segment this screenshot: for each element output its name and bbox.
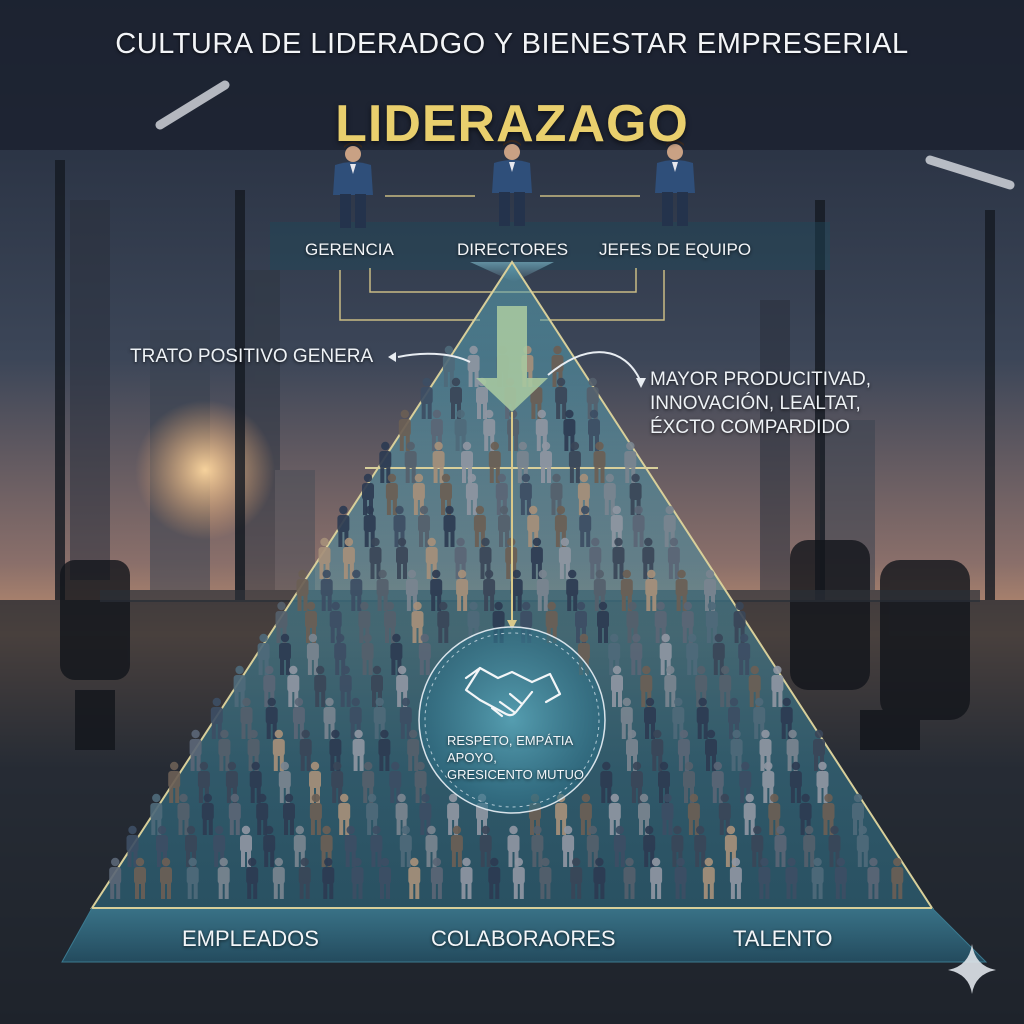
role-label-gerencia: GERENCIA	[305, 240, 394, 259]
base-label-colaboradores: COLABORAORES	[431, 926, 616, 951]
page-title: CULTURA DE LIDERADGO Y BIENESTAR EMPRESE…	[115, 28, 909, 60]
benefits-line: MAYOR PRODUCITIVAD,	[650, 369, 871, 390]
role-label-directores: DIRECTORES	[457, 240, 569, 259]
sparkle-icon	[948, 944, 996, 994]
benefits-line: INNOVACIÓN, LEALTAT,	[650, 393, 861, 414]
arrow-down-icon	[476, 306, 548, 412]
base-label-empleados: EMPLEADOS	[182, 926, 319, 951]
role-label-jefes: JEFES DE EQUIPO	[599, 240, 752, 259]
base-label-talento: TALENTO	[733, 926, 833, 951]
benefits-text: MAYOR PRODUCITIVAD, INNOVACIÓN, LEALTAT,…	[650, 368, 871, 440]
handshake-icon	[464, 666, 562, 718]
core-values-text: RESPETO, EMPÁTIA APOYO, GRESICENTO MUTUO	[447, 732, 584, 783]
positive-treatment-label: TRATO POSITIVO GENERA	[130, 346, 374, 367]
leadership-heading: LIDERAZAGO	[335, 95, 689, 153]
core-values-line: RESPETO, EMPÁTIA	[447, 733, 574, 748]
benefits-line: ÉXCTO COMPARDIDO	[650, 417, 850, 438]
core-values-line: APOYO,	[447, 750, 497, 765]
core-values-line: GRESICENTO MUTUO	[447, 767, 584, 782]
